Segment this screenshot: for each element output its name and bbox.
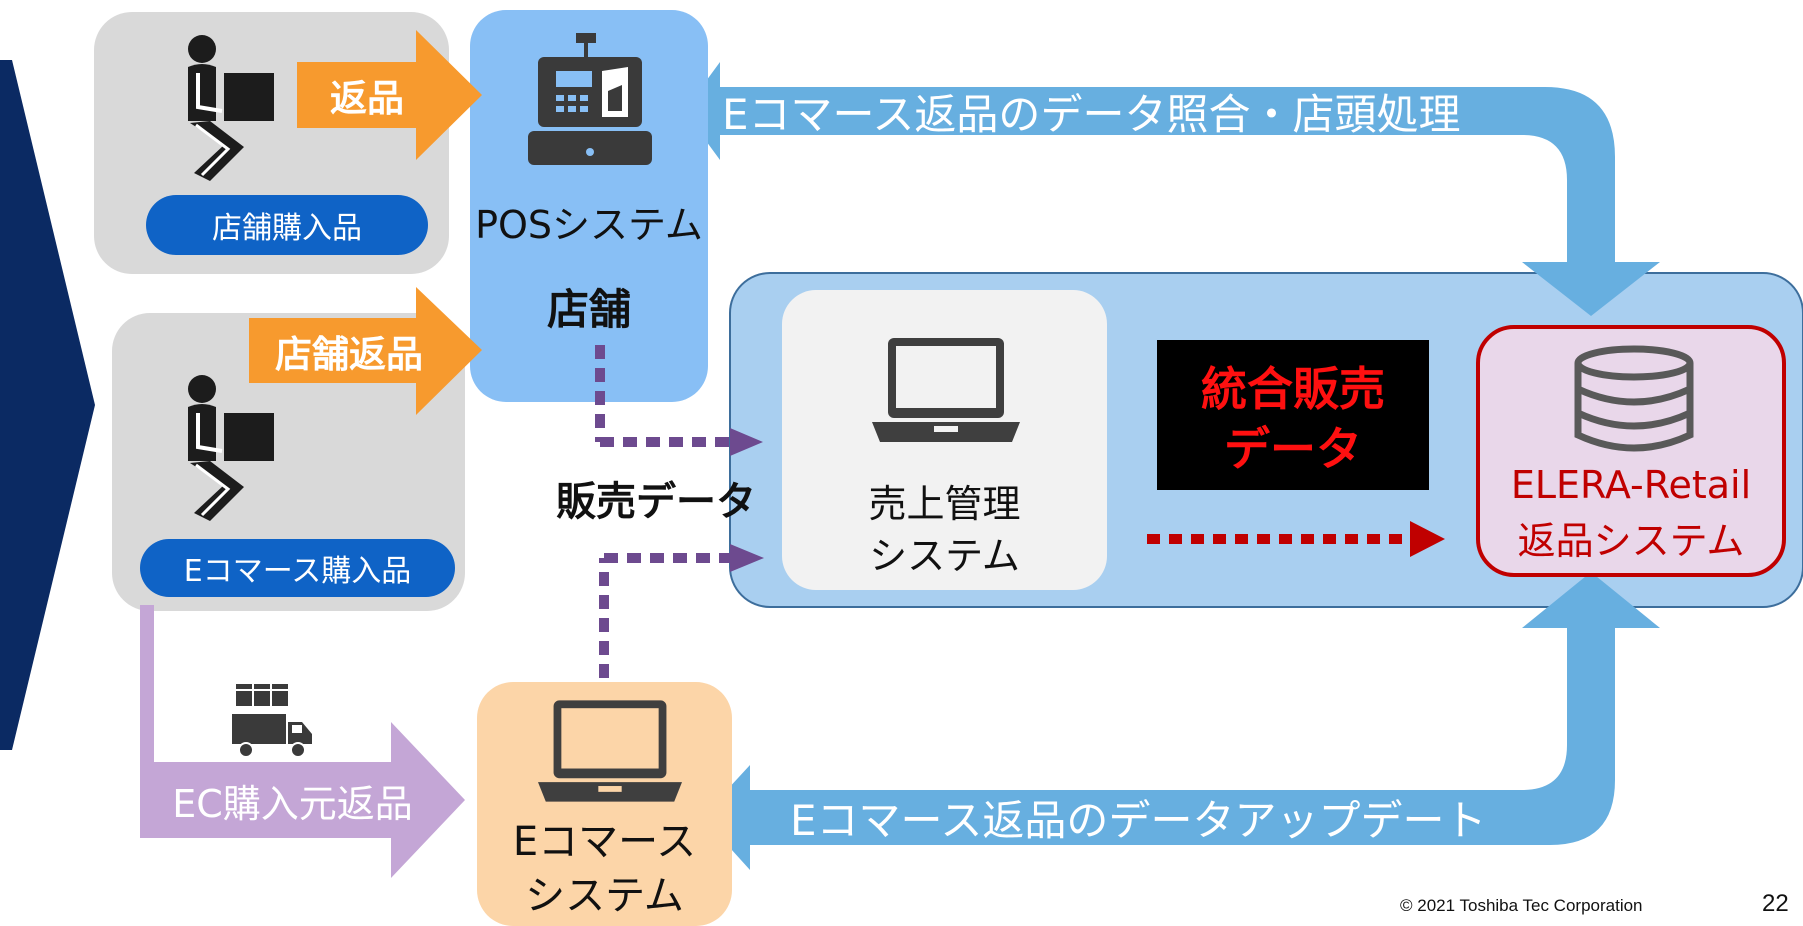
elera-line2: 返品システム: [1517, 518, 1745, 563]
integrated-line2: データ: [1224, 422, 1362, 476]
store-purchase-pill: 店舗購入品: [146, 195, 428, 255]
copyright: © 2021 Toshiba Tec Corporation: [1400, 896, 1643, 915]
sales-data-label: 販売データ: [556, 479, 756, 525]
bottom-arrow-label: Eコマース返品のデータアップデート: [790, 796, 1487, 845]
sales-mgmt-line1: 売上管理: [868, 481, 1021, 526]
person-carrying-box-icon: [188, 375, 274, 521]
store-return-arrow-label: 店舗返品: [275, 332, 423, 376]
page-number: 22: [1762, 890, 1789, 917]
person-carrying-box-icon: [188, 35, 274, 181]
elera-line1: ELERA-Retail: [1510, 463, 1752, 507]
cash-register-icon: [528, 33, 652, 165]
database-icon: [1574, 345, 1694, 452]
top-arrow-label: Eコマース返品のデータ照合・店頭処理: [722, 89, 1461, 139]
ec-system-box: [477, 682, 732, 926]
laptop-icon: [538, 700, 682, 802]
sales-mgmt-line2: システム: [869, 533, 1020, 578]
pos-sales-arrowhead: [730, 428, 763, 456]
return-arrow-label: 返品: [330, 77, 404, 120]
pos-label: POSシステム: [475, 202, 703, 247]
top-return-arrow: [684, 62, 1660, 316]
store-return-arrow: [249, 287, 482, 415]
pos-box: [470, 10, 708, 402]
bottom-update-arrow: [702, 572, 1660, 870]
ec-sales-connector: [599, 553, 730, 678]
left-chevron: [0, 60, 95, 750]
delivery-truck-icon: [232, 684, 312, 758]
integrated-data-box: [1157, 340, 1429, 490]
ec-return-arrow: [140, 722, 465, 878]
ec-sales-arrowhead: [730, 544, 764, 572]
ec-return-label: EC購入元返品: [172, 781, 413, 826]
laptop-icon: [872, 338, 1020, 442]
ec-system-line1: Eコマース: [512, 819, 697, 865]
integrated-arrowhead: [1410, 521, 1445, 557]
return-arrow: [297, 30, 482, 160]
integrated-line1: 統合販売: [1201, 362, 1385, 416]
ec-purchase-pill: Eコマース購入品: [140, 539, 455, 597]
ec-system-line2: システム: [525, 873, 684, 919]
store-label: 店舗: [546, 284, 631, 334]
pos-sales-connector: [595, 345, 730, 447]
